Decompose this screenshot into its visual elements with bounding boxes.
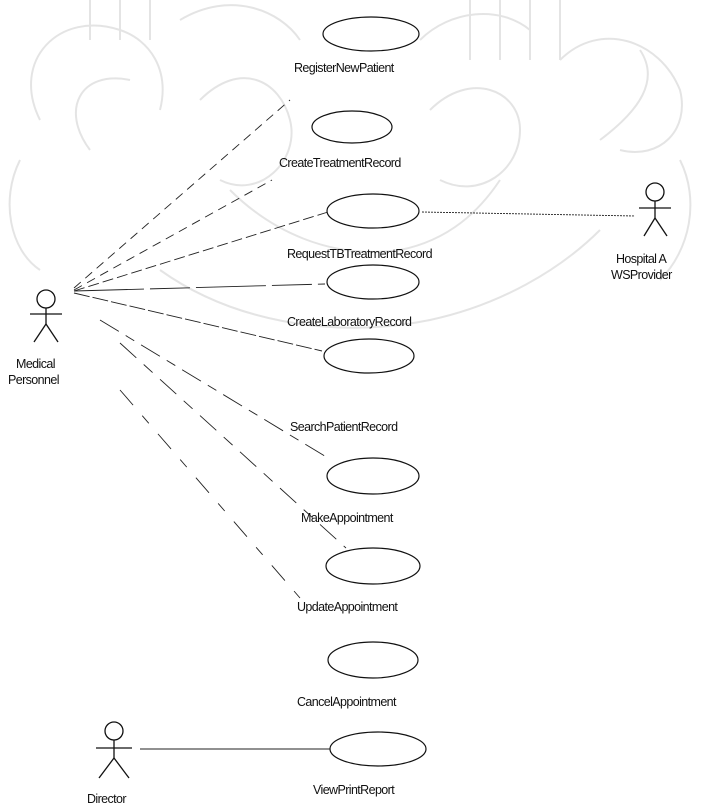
actor-label-medical-line2: Personnel [8,373,59,387]
actor-head [104,721,124,741]
use-case-request-tb-treatment-record [326,193,420,229]
use-case-view-print-report [329,731,427,767]
association-medical-register [73,99,291,289]
use-case-cancel-appointment [327,641,419,679]
association-medical-treatment [73,179,273,291]
label-request-tb-treatment-record: RequestTBTreatmentRecord [287,247,433,261]
actor-label-hospital-line1: Hospital A [616,252,668,266]
actor-head [36,289,56,309]
use-case-search-patient-record [323,338,415,374]
association-medical-update [119,342,347,549]
label-register-new-patient: RegisterNewPatient [294,61,395,75]
actor-medical-personnel [30,289,62,343]
association-medical-search [73,292,323,352]
associations [73,99,636,750]
label-update-appointment: UpdateAppointment [297,600,398,614]
actor-head [645,182,665,202]
use-case-register-new-patient [322,16,420,52]
association-request-hospital [421,211,636,217]
use-case-labels: RegisterNewPatient CreateTreatmentRecord… [279,61,433,797]
actor-label-director: Director [87,792,126,806]
actor-label-medical-line1: Medical [16,357,55,371]
association-medical-make [99,319,329,459]
label-create-laboratory-record: CreateLaboratoryRecord [287,315,412,329]
association-medical-cancel [119,389,301,599]
use-case-create-laboratory-record [326,264,420,300]
association-medical-lab [73,283,326,292]
watermark-seal [8,0,692,329]
label-cancel-appointment: CancelAppointment [297,695,397,709]
use-cases [311,16,427,767]
label-create-treatment-record: CreateTreatmentRecord [279,156,401,170]
actor-director [96,721,132,779]
actor-hospital-a-wsprovider [639,182,671,237]
use-case-update-appointment [325,547,421,585]
label-view-print-report: ViewPrintReport [313,783,395,797]
use-case-create-treatment-record [311,110,393,144]
actor-label-hospital-line2: WSProvider [611,268,672,282]
use-case-make-appointment [326,457,420,495]
label-make-appointment: MakeAppointment [301,511,394,525]
label-search-patient-record: SearchPatientRecord [290,420,398,434]
